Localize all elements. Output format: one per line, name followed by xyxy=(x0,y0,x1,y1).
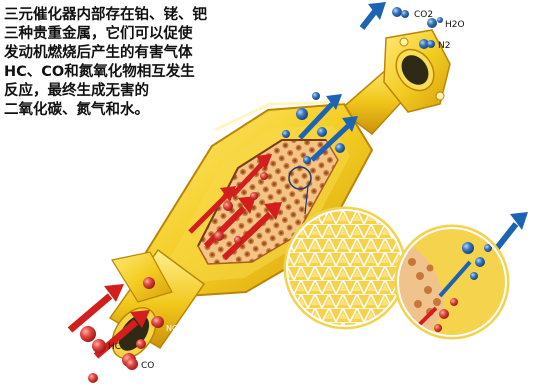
explanation-caption: 三元催化器内部存在铂、铑、钯 三种贵重金属，它们可以促使 发动机燃烧后产生的有害… xyxy=(4,6,274,120)
co-label: CO xyxy=(141,361,154,371)
co2-molecule: CO2 xyxy=(392,7,433,20)
h2o-molecule: H2O xyxy=(427,17,465,30)
blue-arrow-icon xyxy=(362,2,386,28)
n2-label: N2 xyxy=(438,41,450,51)
zoom-circle-reaction xyxy=(396,226,508,338)
co-molecule: CO xyxy=(126,358,154,371)
hc-label: HC xyxy=(108,342,121,352)
h2o-label: H2O xyxy=(445,20,465,30)
red-arrow-icon xyxy=(70,284,124,330)
nox-label: NOx xyxy=(166,324,183,333)
